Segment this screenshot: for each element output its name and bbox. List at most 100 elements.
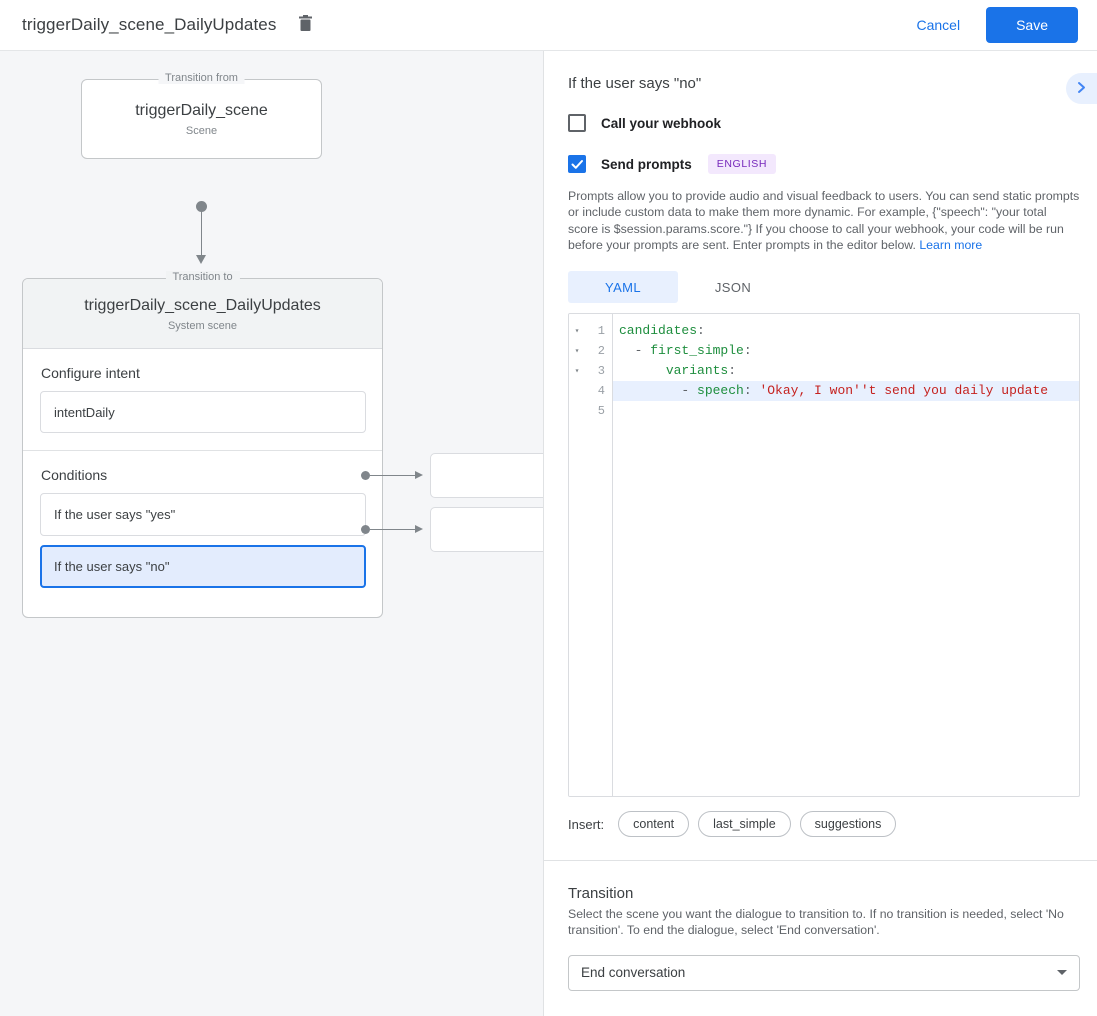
tab-json[interactable]: JSON <box>714 279 752 295</box>
editor-line-number: ▾3 <box>569 361 612 381</box>
condition-item-no[interactable]: If the user says "no" <box>40 545 366 588</box>
code-token: 'Okay, I won''t send you daily update <box>759 383 1049 399</box>
node-to-title: triggerDaily_scene_DailyUpdates <box>84 297 321 314</box>
code-token: first_simple <box>650 343 744 359</box>
edge-dot-yes <box>361 471 370 480</box>
editor-line-number: 5 <box>569 401 612 421</box>
editor-code-line: candidates: <box>613 321 1079 341</box>
code-token: candidates <box>619 323 698 339</box>
send-prompts-row[interactable]: Send prompts ENGLISH <box>568 154 1074 174</box>
transition-select-value: End conversation <box>581 965 686 981</box>
line-number: 3 <box>597 364 605 379</box>
edge-dot-no <box>361 525 370 534</box>
edge-line-yes <box>370 475 415 476</box>
connector-dot <box>196 201 207 212</box>
transition-select[interactable]: End conversation <box>568 954 1080 991</box>
webhook-row[interactable]: Call your webhook <box>568 114 1074 132</box>
edge-arrow-no-icon <box>415 525 423 533</box>
code-token: : <box>697 323 705 339</box>
line-number: 2 <box>597 344 605 359</box>
top-bar-actions: Cancel Save <box>900 7 1097 43</box>
code-token: : <box>743 343 752 359</box>
panel-section-divider <box>544 860 1097 862</box>
top-bar: triggerDaily_scene_DailyUpdates Cancel S… <box>0 0 1097 51</box>
line-number: 5 <box>597 404 605 419</box>
insert-chip-last-simple[interactable]: last_simple <box>698 811 791 838</box>
fold-toggle-icon[interactable]: ▾ <box>574 347 580 357</box>
send-prompts-checkbox[interactable] <box>568 155 586 173</box>
node-to-body: Configure intent Conditions If the user … <box>23 349 382 617</box>
line-number: 1 <box>597 324 605 339</box>
save-button[interactable]: Save <box>986 7 1078 43</box>
panel-title: If the user says "no" <box>568 75 702 92</box>
condition-label: If the user says "yes" <box>54 507 176 522</box>
insert-chip-content[interactable]: content <box>618 811 690 838</box>
editor-code-area[interactable]: candidates: - first_simple: variants: - … <box>613 314 1079 796</box>
node-from-legend: Transition from <box>158 72 245 84</box>
editor-line-number: ▾2 <box>569 341 612 361</box>
webhook-checkbox[interactable] <box>568 114 586 132</box>
code-token: : <box>728 363 737 379</box>
node-from-subtitle: Scene <box>185 124 218 137</box>
editor-code-line <box>613 401 1079 421</box>
node-transition-from[interactable]: Transition from triggerDaily_scene Scene <box>81 72 322 159</box>
editor-code-line: - speech: 'Okay, I won''t send you daily… <box>613 381 1079 402</box>
edge-arrow-yes-icon <box>415 471 423 479</box>
learn-more-link[interactable]: Learn more <box>919 237 983 252</box>
editor-format-tabs: YAML JSON <box>568 271 1074 304</box>
tab-yaml[interactable]: YAML <box>568 271 678 304</box>
trash-icon <box>298 15 313 35</box>
intent-input[interactable] <box>40 391 366 433</box>
prompts-description-text: Prompts allow you to provide audio and v… <box>568 189 1080 252</box>
delete-button[interactable] <box>292 12 318 38</box>
node-to-legend: Transition to <box>165 271 240 283</box>
webhook-label: Call your webhook <box>601 115 722 131</box>
checkmark-icon <box>571 159 583 169</box>
conditions-label: Conditions <box>41 467 108 483</box>
details-panel: If the user says "no" Call your webhook … <box>543 51 1097 1016</box>
page-title: triggerDaily_scene_DailyUpdates <box>22 15 277 34</box>
code-token: : <box>743 383 760 399</box>
language-badge: ENGLISH <box>707 154 777 174</box>
code-token: speech <box>697 383 744 399</box>
collapse-panel-button[interactable] <box>1066 73 1097 104</box>
editor-code-line: - first_simple: <box>613 341 1079 361</box>
chevron-right-icon <box>1076 81 1087 97</box>
node-to-subtitle: System scene <box>167 320 238 332</box>
stub-card-no[interactable] <box>430 507 543 552</box>
node-to-header: Transition to triggerDaily_scene_DailyUp… <box>23 271 382 349</box>
stub-card-yes[interactable] <box>430 453 543 498</box>
insert-row: Insert: content last_simple suggestions <box>568 811 1074 838</box>
insert-label: Insert: <box>568 816 605 832</box>
connector-arrow-icon <box>196 255 206 264</box>
code-token: - <box>619 343 651 359</box>
fold-toggle-icon[interactable]: ▾ <box>574 327 580 337</box>
prompts-description: Prompts allow you to provide audio and v… <box>568 188 1080 253</box>
editor-line-number: 4 <box>569 381 612 401</box>
chevron-down-icon <box>1057 970 1067 976</box>
code-token: variants <box>665 363 729 379</box>
cancel-button[interactable]: Cancel <box>900 8 976 42</box>
send-prompts-label: Send prompts <box>601 156 692 172</box>
panel-content: If the user says "no" Call your webhook … <box>544 51 1097 991</box>
line-number: 4 <box>597 384 605 399</box>
condition-label: If the user says "no" <box>54 559 170 574</box>
flow-canvas: Transition from triggerDaily_scene Scene… <box>0 51 543 1016</box>
node-from-title: triggerDaily_scene <box>135 101 268 119</box>
condition-item-yes[interactable]: If the user says "yes" <box>40 493 366 536</box>
editor-code-line: variants: <box>613 361 1079 381</box>
fold-toggle-icon[interactable]: ▾ <box>574 367 580 377</box>
card-divider <box>23 450 382 451</box>
insert-chip-suggestions[interactable]: suggestions <box>799 811 897 838</box>
editor-line-number: ▾1 <box>569 321 612 341</box>
node-transition-to: Transition to triggerDaily_scene_DailyUp… <box>22 271 383 618</box>
edge-line-no <box>370 529 415 530</box>
transition-title: Transition <box>568 885 634 903</box>
connector-line <box>201 207 202 257</box>
configure-intent-label: Configure intent <box>41 365 140 381</box>
code-token <box>619 363 666 378</box>
code-token: - <box>619 383 698 399</box>
